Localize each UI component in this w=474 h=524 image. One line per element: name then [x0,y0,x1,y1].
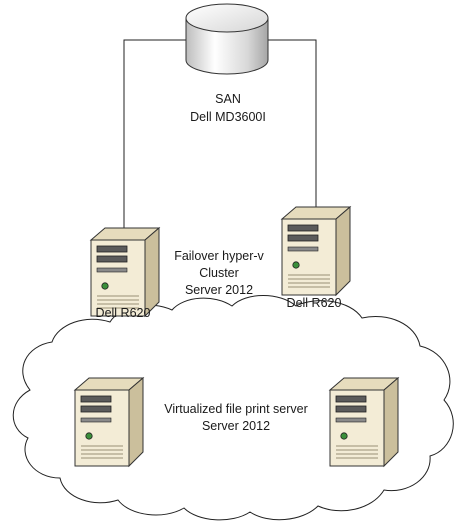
virtual-label-line1: Virtualized file print server [164,402,308,416]
san-link-right [268,39,317,208]
san-link-left [123,39,186,230]
virtual-server-right-icon [329,377,399,467]
cluster-label-line1: Failover hyper-v [174,249,264,263]
cluster-label-line2: Cluster [199,266,239,280]
host-right-label: Dell R620 [287,296,342,310]
host-server-right-icon [281,206,351,296]
virtual-server-left-icon [74,377,144,467]
san-label-line1: SAN [215,92,241,106]
host-left-label: Dell R620 [96,306,151,320]
host-server-left-icon [90,227,160,317]
cluster-label-line3: Server 2012 [185,283,253,297]
san-label-line2: Dell MD3600I [190,110,266,124]
san-storage-icon [185,3,269,75]
virtual-label-line2: Server 2012 [202,419,270,433]
